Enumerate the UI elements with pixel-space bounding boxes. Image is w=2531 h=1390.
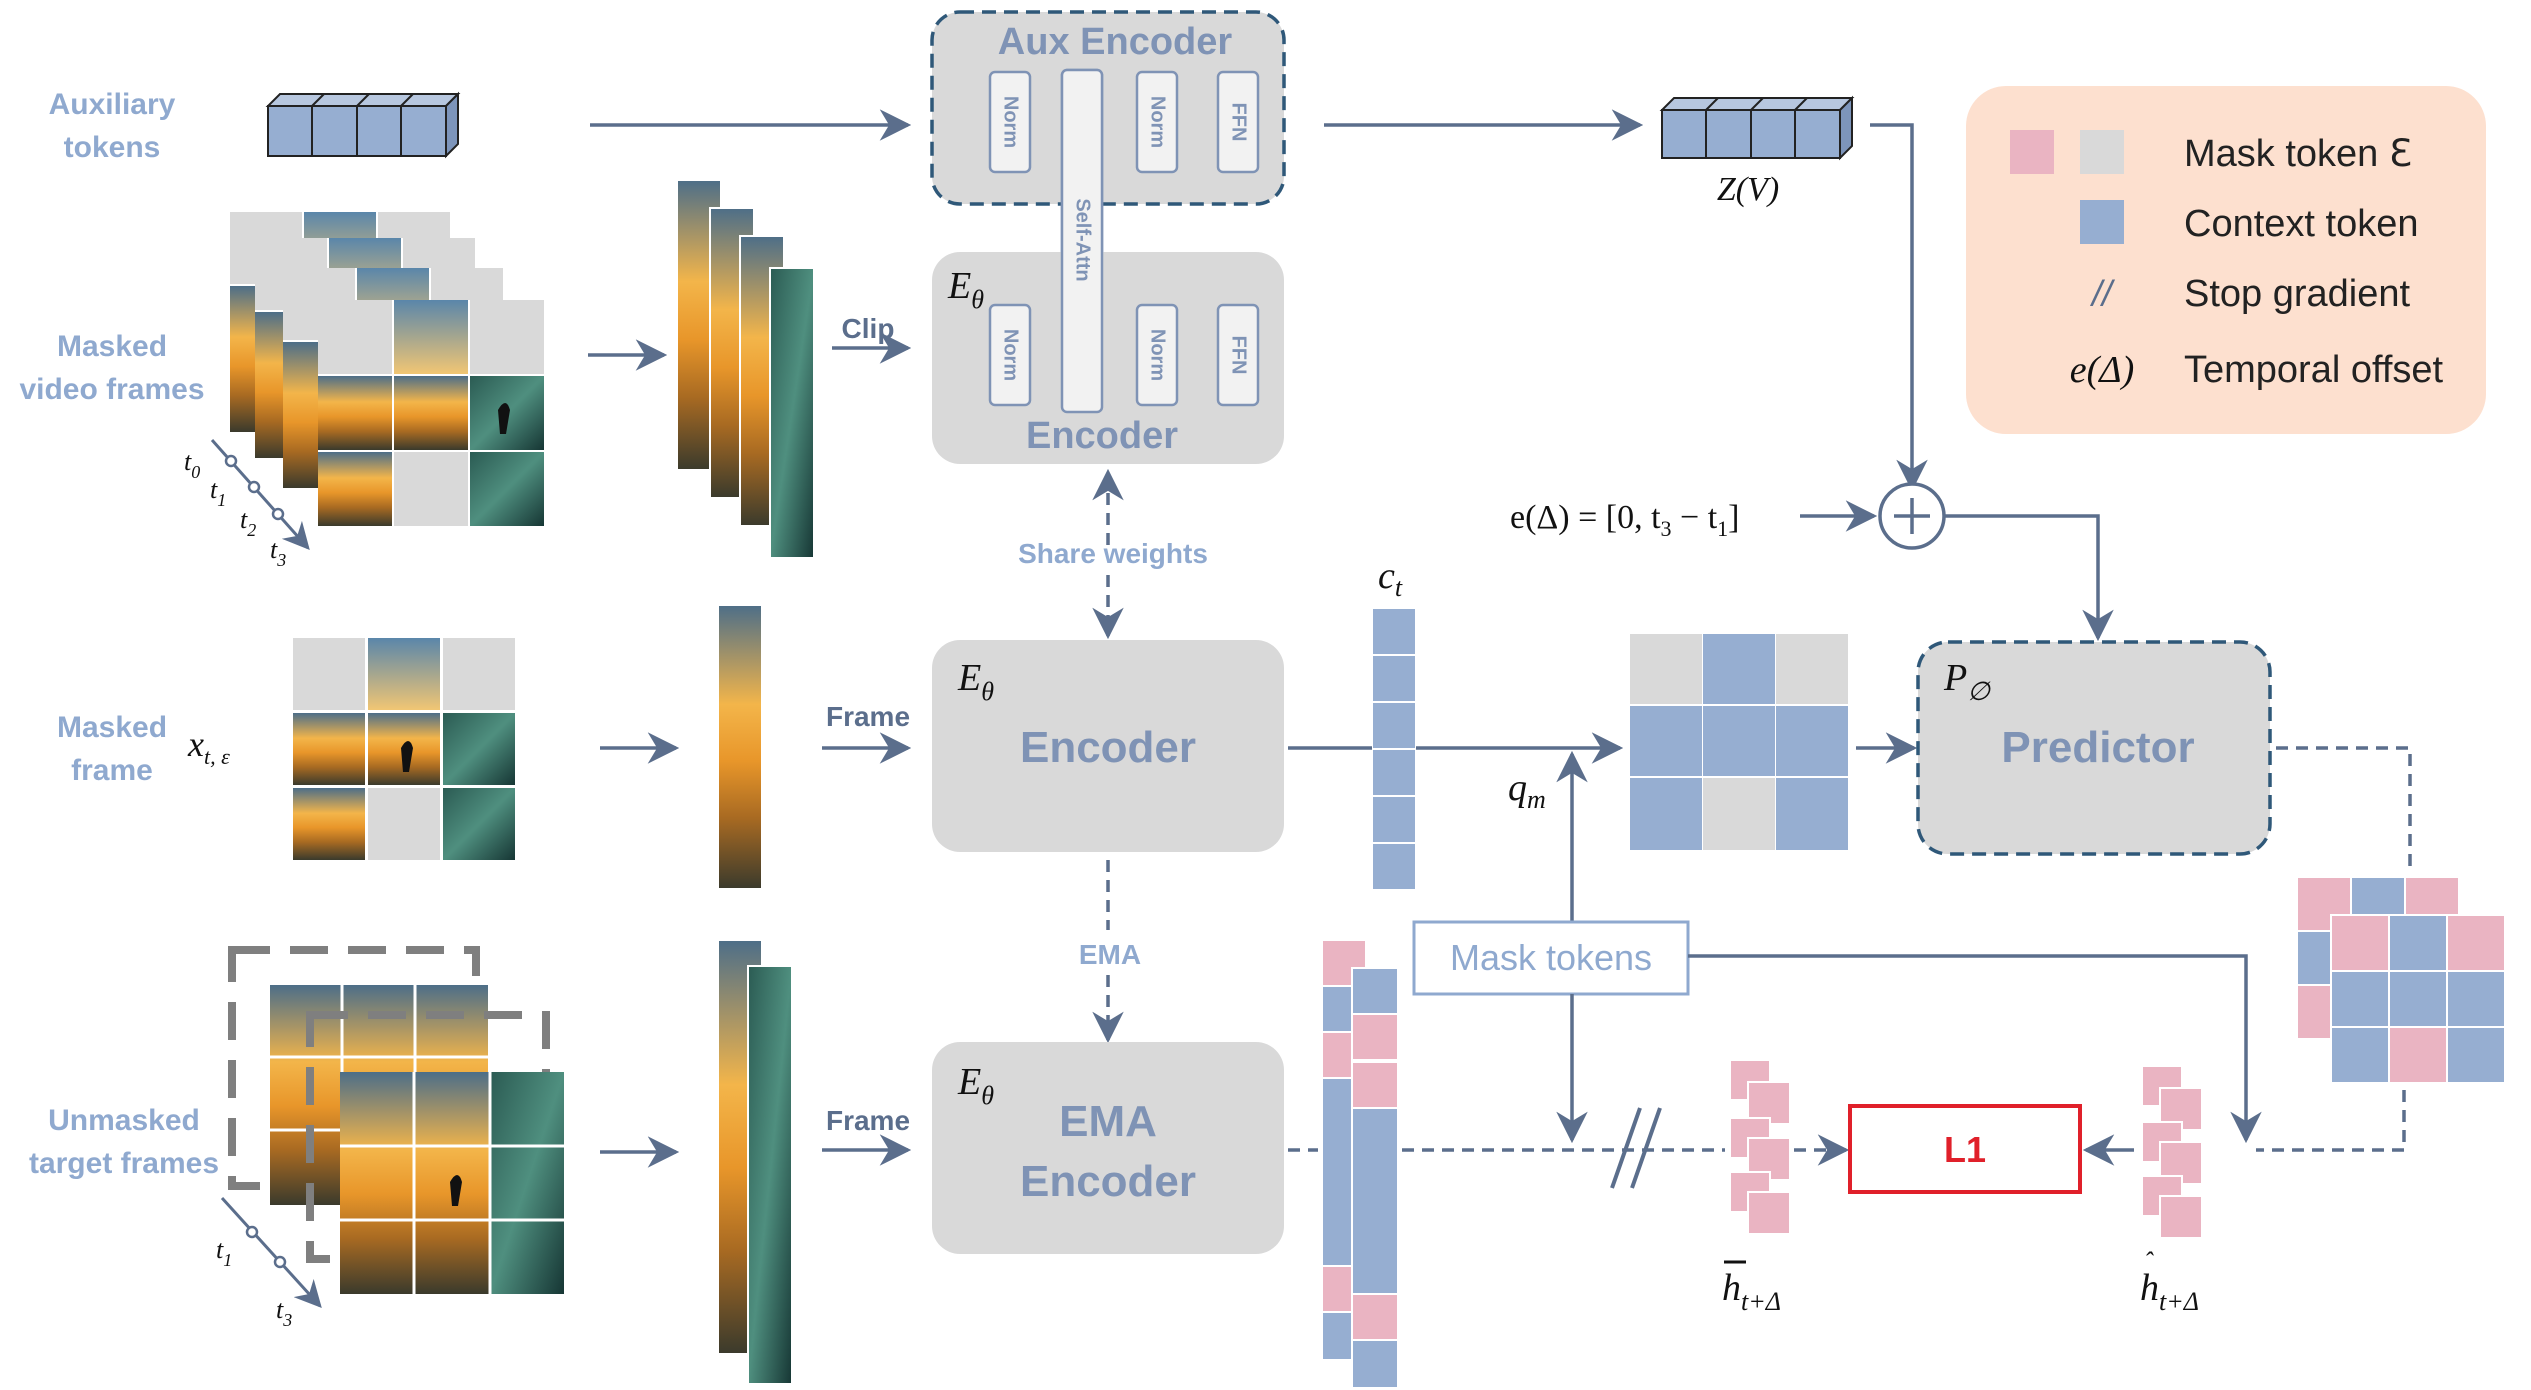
video-token-strips (676, 179, 815, 559)
predictor-title: Predictor (2001, 723, 2194, 772)
masked-frame-image (293, 638, 515, 860)
clip-label: Clip (842, 313, 895, 344)
top-encoder-title: Encoder (1026, 415, 1178, 457)
t2-label: t2 (240, 505, 256, 540)
zv-tokens-block (1659, 95, 1855, 161)
aux-encoder-title: Aux Encoder (998, 21, 1233, 63)
t3-label: t3 (270, 535, 286, 570)
legend-mask-label: Mask token ℇ (2184, 133, 2412, 175)
hhat-caret: ˆ (2144, 1247, 2154, 1276)
mid-encoder-title: Encoder (1020, 723, 1196, 772)
ema-encoder-title-2: Encoder (1020, 1157, 1196, 1206)
arrow-predictor-to-output (2276, 746, 2412, 866)
mask-tokens-label: Mask tokens (1450, 937, 1652, 978)
share-weights-label: Share weights (1018, 538, 1208, 569)
aux-norm-2-label: Norm (1147, 96, 1169, 148)
predicted-grid-stack (2296, 876, 2510, 1086)
enc-ffn (1216, 303, 1260, 407)
x-t-eps-label: xt, ε (187, 724, 230, 769)
loss-label: L1 (1944, 1129, 1986, 1170)
aux-ffn-label: FFN (1228, 103, 1250, 142)
frame-token-strip (717, 604, 763, 890)
ct-label: ct (1378, 555, 1403, 602)
enc-norm-2-label: Norm (1147, 329, 1169, 381)
ema-encoder-box (932, 1042, 1284, 1254)
self-attn-label-overlay: Self-Attn (1072, 198, 1094, 281)
time-axis-bottom (220, 1196, 322, 1308)
predictor-box (1916, 640, 2272, 856)
unmasked-target-frames (228, 946, 564, 1294)
mixed-token-grid (1628, 632, 1848, 852)
ema-label: EMA (1079, 939, 1141, 970)
offset-formula: e(Δ) = [0, t3 − t1] (1510, 499, 1740, 541)
hhat-token-stack (2141, 1065, 2203, 1239)
frame-mid-label: Frame (826, 701, 910, 732)
ema-encoder-symbol: Eθ (957, 1061, 994, 1110)
aux-norm-1 (988, 70, 1032, 174)
hbar-token-stack (1729, 1059, 1791, 1235)
t1-label: t1 (210, 475, 226, 510)
legend-context-label: Context token (2184, 203, 2418, 245)
enc-norm-1-label: Norm (1000, 329, 1022, 381)
enc-ffn-label: FFN (1228, 336, 1250, 375)
legend-stop-gradient-icon: // (2089, 273, 2116, 314)
frame-bottom-label: Frame (826, 1105, 910, 1136)
context-token-strip (1371, 607, 1417, 891)
unmasked-label-2: target frames (29, 1147, 219, 1180)
aux-ffn (1216, 70, 1260, 174)
t1-label-bottom: t1 (216, 1235, 232, 1270)
mid-encoder-box (932, 640, 1284, 852)
masked-frame-label-2: frame (71, 754, 153, 787)
legend-temporal-symbol: e(Δ) (2070, 349, 2134, 391)
legend-temporal-label: Temporal offset (2184, 349, 2444, 391)
legend-mask-grey (2080, 130, 2124, 174)
self-attn-block-overlay (1060, 68, 1104, 414)
ema-encoder-title-1: EMA (1059, 1097, 1157, 1146)
auxiliary-tokens-block (265, 91, 461, 159)
masked-frame-label-1: Masked (57, 711, 167, 744)
masked-video-label-1: Masked (57, 330, 167, 363)
hhat-label: ht+Δ (2140, 1267, 2199, 1316)
enc-norm-1 (988, 303, 1032, 407)
mask-tokens-box (1412, 920, 1690, 996)
aux-norm-2 (1135, 70, 1179, 174)
stop-gradient-icon-1 (1610, 1107, 1642, 1189)
aux-tokens-label-1: Auxiliary (49, 88, 176, 121)
aux-norm-1-label: Norm (1000, 96, 1022, 148)
top-encoder-symbol: Eθ (947, 265, 984, 314)
predictor-symbol: P∅ (1943, 657, 1991, 706)
aux-tokens-label-2: tokens (64, 131, 161, 164)
mid-encoder-symbol: Eθ (957, 657, 994, 706)
loss-box (1848, 1104, 2082, 1194)
arrow-zv-to-plus (1870, 123, 1928, 492)
legend-context-swatch (2080, 200, 2124, 244)
masked-video-label-2: video frames (19, 373, 204, 406)
zv-label: Z(V) (1717, 171, 1779, 208)
legend-stop-gradient-label: Stop gradient (2184, 273, 2410, 315)
t3-label-bottom: t3 (276, 1295, 292, 1330)
enc-norm-2 (1135, 303, 1179, 407)
t0-label: t0 (184, 447, 200, 482)
target-token-strips (717, 939, 793, 1385)
arrow-plus-to-predictor (1944, 514, 2114, 642)
stop-gradient-icon-2 (1630, 1107, 1662, 1189)
unmasked-label-1: Unmasked (48, 1104, 200, 1137)
hbar-label: ht+Δ (1722, 1267, 1781, 1316)
masked-video-frames-stack (230, 212, 544, 526)
legend-mask-pink (2010, 130, 2054, 174)
arrow-output-down (2256, 1090, 2406, 1152)
qm-label: qm (1508, 767, 1546, 814)
ema-target-strips (1321, 939, 1399, 1389)
time-axis-top (210, 439, 310, 551)
arrow-mask-to-hhat (1688, 954, 2262, 1144)
